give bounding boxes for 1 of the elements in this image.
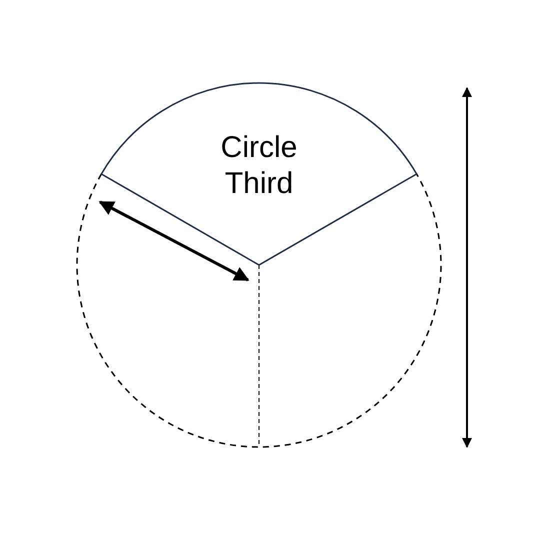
sector-label: Circle Third xyxy=(220,130,298,202)
